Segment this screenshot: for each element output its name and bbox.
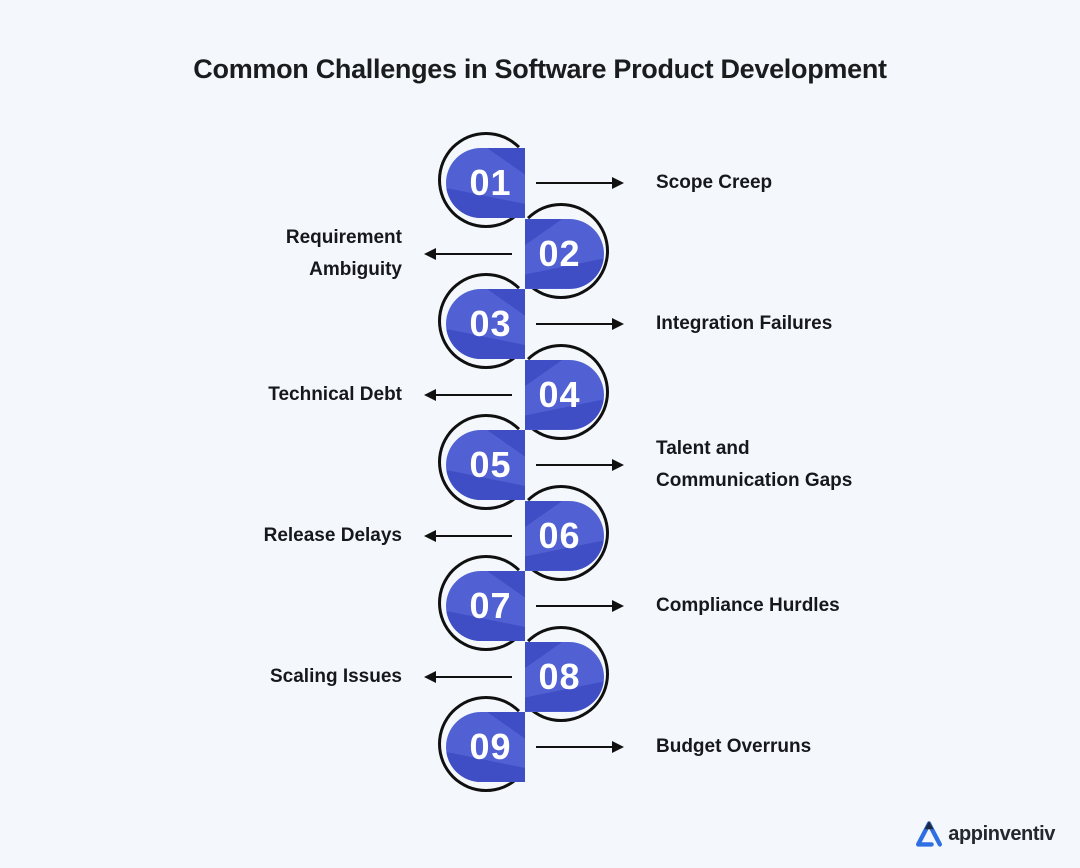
challenge-label: Scope Creep (656, 172, 773, 193)
arc-decoration (438, 696, 534, 792)
badge-number: 04 (538, 373, 581, 415)
arrow-shaft (436, 252, 512, 255)
logo-wordmark: appinventiv (948, 822, 1055, 845)
arrow-left-icon (424, 247, 512, 261)
challenge-label: Technical Debt (268, 383, 402, 405)
arrow-head (424, 529, 436, 542)
arc-decoration (513, 202, 609, 299)
challenge-label: Scaling Issues (269, 665, 402, 687)
arrow-left-icon (424, 529, 512, 543)
badge-number: 06 (538, 514, 581, 556)
arrow-right-icon (536, 317, 624, 331)
arrow-head (612, 318, 624, 330)
arc-decoration (438, 414, 534, 510)
arrow-shaft (536, 605, 612, 607)
arrow-head (424, 670, 436, 683)
arrow-left-icon (424, 670, 512, 684)
number-badge: 06 (525, 500, 604, 571)
arrow-shaft (536, 182, 612, 184)
arc-decoration (438, 555, 534, 651)
arrow-head (424, 247, 436, 260)
arrow-head (612, 741, 624, 753)
number-badge: 07 (446, 571, 525, 641)
badge-number: 08 (538, 655, 581, 697)
badge-number: 01 (469, 162, 512, 203)
arrow-right-icon (536, 458, 624, 472)
arrow-head (612, 600, 624, 612)
arrow-shaft (536, 746, 612, 748)
arrow-right-icon (536, 740, 624, 754)
appinventiv-logo: appinventiv (915, 821, 1055, 847)
number-badge: 08 (525, 641, 604, 712)
arc-decoration (438, 132, 534, 228)
arrow-shaft (436, 393, 512, 396)
arrow-head (612, 177, 624, 189)
number-badge: 04 (525, 359, 604, 430)
challenge-label: Integration Failures (656, 313, 833, 334)
arrow-right-icon (536, 176, 624, 190)
arrow-right-icon (536, 599, 624, 613)
badge-number: 07 (469, 585, 512, 626)
number-badge: 01 (446, 148, 525, 218)
number-badge: 09 (446, 712, 525, 782)
arrow-shaft (436, 534, 512, 537)
badge-number: 03 (469, 303, 512, 344)
number-badge: 03 (446, 289, 525, 359)
number-badge: 02 (525, 218, 604, 289)
arrow-shaft (436, 675, 512, 678)
arc-decoration (513, 343, 609, 440)
arrow-shaft (536, 323, 612, 325)
challenge-label: Release Delays (263, 524, 402, 546)
appinventiv-logo-icon (916, 821, 943, 847)
arc-decoration (513, 625, 609, 722)
badge-number: 09 (469, 726, 512, 767)
arrow-head (424, 388, 436, 401)
challenge-label: Budget Overruns (656, 736, 812, 757)
arc-decoration (513, 484, 609, 581)
arrow-head (612, 459, 624, 471)
arc-decoration (438, 273, 534, 369)
badge-number: 02 (538, 232, 581, 274)
arrow-left-icon (424, 388, 512, 402)
page-title: Common Challenges in Software Product De… (193, 54, 887, 84)
badge-number: 05 (469, 444, 512, 485)
arrow-shaft (536, 464, 612, 466)
number-badge: 05 (446, 430, 525, 500)
challenge-label: Compliance Hurdles (656, 595, 840, 616)
